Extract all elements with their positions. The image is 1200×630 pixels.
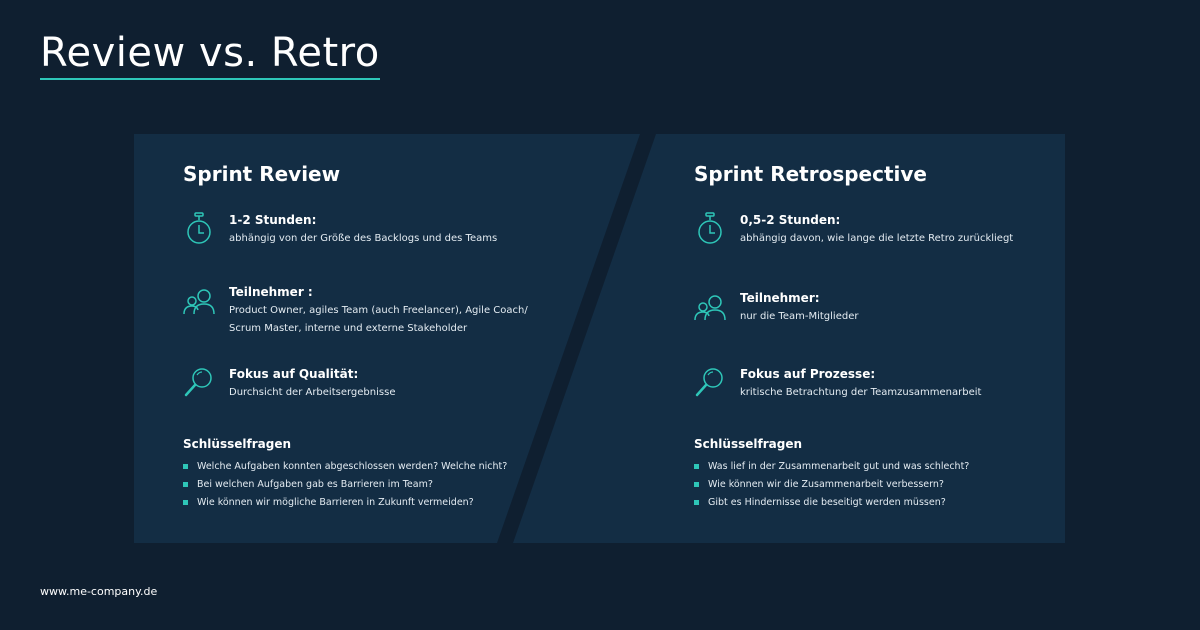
feature-title: Fokus auf Qualität:: [229, 367, 359, 381]
bullet-square-icon: [694, 500, 699, 505]
feature-description-line: abhängig davon, wie lange die letzte Ret…: [740, 233, 1014, 244]
sprint-retrospective-column: Sprint Retrospective 0,5-2 Stunden: abhä…: [694, 160, 1094, 508]
magnifier-icon: [183, 366, 215, 400]
magnifier-icon: [694, 366, 726, 400]
feature-description: kritische Betrachtung der Teamzusammenar…: [740, 384, 1100, 402]
feature-description-line: abhängig von der Größe des Backlogs und …: [229, 233, 498, 244]
list-item: Bei welchen Aufgaben gab es Barrieren im…: [183, 476, 583, 494]
feature-description-line: Product Owner, agiles Team (auch Freelan…: [229, 305, 528, 316]
bullet-square-icon: [183, 482, 188, 487]
feature-description: abhängig von der Größe des Backlogs und …: [229, 230, 589, 248]
stopwatch-icon: [183, 212, 215, 246]
feature-description: Product Owner, agiles Team (auch Freelan…: [229, 302, 589, 338]
list-item: Gibt es Hindernisse die beseitigt werden…: [694, 494, 1094, 512]
list-item: Welche Aufgaben konnten abgeschlossen we…: [183, 458, 583, 476]
list-item-text: Bei welchen Aufgaben gab es Barrieren im…: [197, 479, 433, 490]
people-icon: [694, 290, 726, 324]
feature-title: Fokus auf Prozesse:: [740, 367, 876, 381]
key-questions-list: Was lief in der Zusammenarbeit gut und w…: [694, 458, 1094, 512]
column-heading: Sprint Retrospective: [694, 162, 927, 186]
list-item: Was lief in der Zusammenarbeit gut und w…: [694, 458, 1094, 476]
key-questions-list: Welche Aufgaben konnten abgeschlossen we…: [183, 458, 583, 512]
list-item-text: Wie können wir die Zusammenarbeit verbes…: [708, 479, 944, 490]
key-questions-title: Schlüsselfragen: [694, 437, 802, 451]
bullet-square-icon: [694, 464, 699, 469]
list-item-text: Was lief in der Zusammenarbeit gut und w…: [708, 461, 970, 472]
list-item: Wie können wir die Zusammenarbeit verbes…: [694, 476, 1094, 494]
feature-title: Teilnehmer :: [229, 285, 313, 299]
feature-description: abhängig davon, wie lange die letzte Ret…: [740, 230, 1100, 248]
feature-title: Teilnehmer:: [740, 291, 820, 305]
bullet-square-icon: [183, 500, 188, 505]
stopwatch-icon: [694, 212, 726, 246]
feature-description-line: nur die Team-Mitglieder: [740, 311, 859, 322]
list-item-text: Wie können wir mögliche Barrieren in Zuk…: [197, 497, 474, 508]
feature-title: 1-2 Stunden:: [229, 213, 317, 227]
list-item-text: Gibt es Hindernisse die beseitigt werden…: [708, 497, 946, 508]
feature-description-line: Scrum Master, interne und externe Stakeh…: [229, 323, 468, 334]
feature-description-line: kritische Betrachtung der Teamzusammenar…: [740, 387, 982, 398]
column-heading: Sprint Review: [183, 162, 341, 186]
page-title: Review vs. Retro: [40, 30, 380, 80]
list-item: Wie können wir mögliche Barrieren in Zuk…: [183, 494, 583, 512]
bullet-square-icon: [694, 482, 699, 487]
key-questions-title: Schlüsselfragen: [183, 437, 291, 451]
sprint-review-column: Sprint Review 1-2 Stunden: abhängig von …: [183, 160, 583, 508]
feature-description-line: Durchsicht der Arbeitsergebnisse: [229, 387, 396, 398]
website-url[interactable]: www.me-company.de: [40, 585, 158, 598]
people-icon: [183, 284, 215, 318]
bullet-square-icon: [183, 464, 188, 469]
list-item-text: Welche Aufgaben konnten abgeschlossen we…: [197, 461, 508, 472]
feature-description: Durchsicht der Arbeitsergebnisse: [229, 384, 589, 402]
feature-description: nur die Team-Mitglieder: [740, 308, 1100, 326]
feature-title: 0,5-2 Stunden:: [740, 213, 841, 227]
